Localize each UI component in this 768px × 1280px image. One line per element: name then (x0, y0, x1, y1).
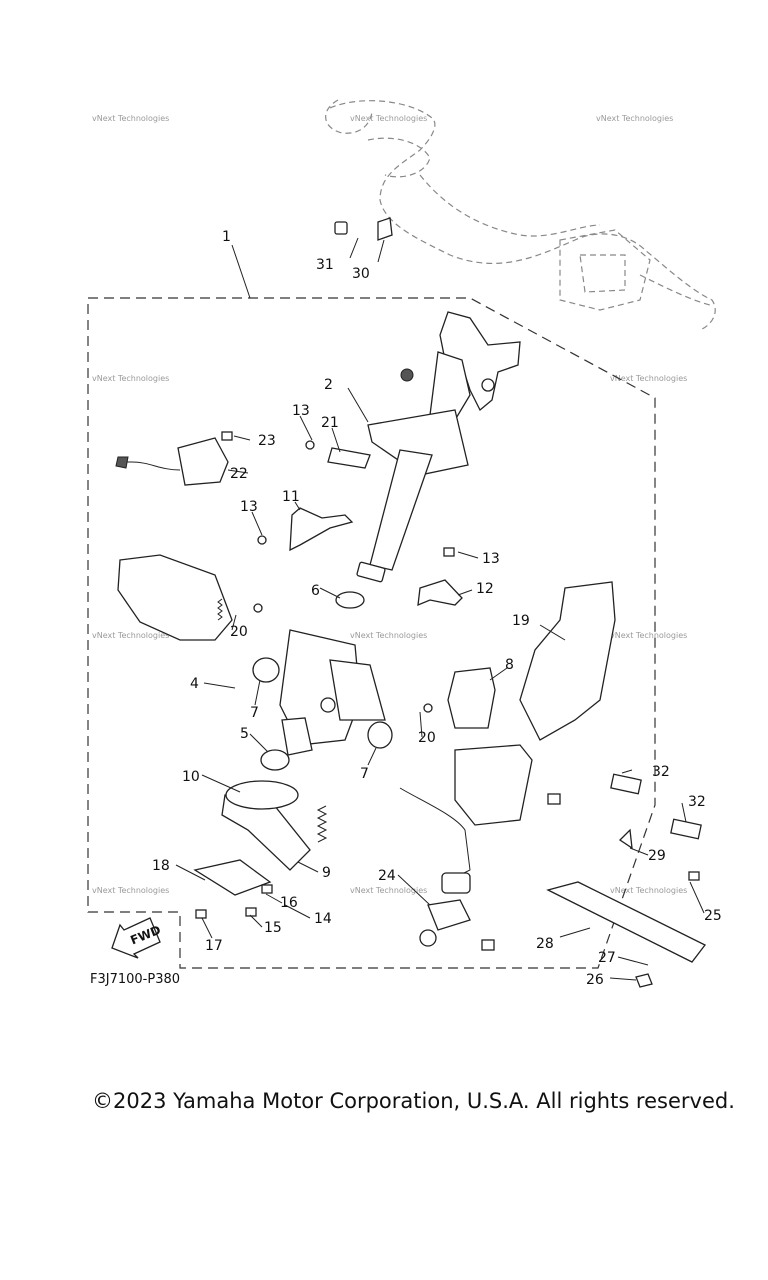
steering-column (356, 311, 521, 583)
watermark: vNext Technologies (350, 886, 427, 895)
part-washer (260, 749, 290, 771)
part-actuator (447, 667, 496, 729)
part-bracket-cable (115, 437, 229, 486)
callout: 27 (598, 950, 616, 966)
exploded-parts-diagram: vNext Technologies vNext Technologies vN… (87, 99, 722, 988)
part-right-assembly (399, 744, 533, 947)
callout: 32 (652, 764, 670, 780)
part-guide (327, 447, 371, 469)
part-washer (367, 721, 393, 749)
part-housing (117, 554, 386, 756)
handlebar-ghost (325, 99, 716, 331)
callout: 32 (688, 794, 706, 810)
callout: 15 (264, 920, 282, 936)
callout: 31 (316, 257, 334, 273)
part-spacer (610, 773, 642, 795)
callout: 8 (505, 657, 514, 673)
callout: 20 (418, 730, 436, 746)
callout-labels: 1 2 4 5 6 7 7 8 9 10 11 12 13 13 13 14 1… (152, 229, 722, 988)
watermark: vNext Technologies (92, 631, 169, 640)
watermark: vNext Technologies (92, 886, 169, 895)
callout: 30 (352, 266, 370, 282)
callout: 20 (230, 624, 248, 640)
part-spring (217, 598, 223, 621)
fasteners (195, 217, 700, 988)
callout: 14 (314, 911, 332, 927)
callout: 5 (240, 726, 249, 742)
callout: 13 (240, 499, 258, 515)
callout: 12 (476, 581, 494, 597)
part-code: F3J7100-P380 (90, 972, 181, 987)
part-spacer (670, 818, 702, 840)
watermark: vNext Technologies (610, 631, 687, 640)
part-washer (225, 780, 299, 810)
part-lever (193, 794, 311, 896)
part-bracket (289, 507, 354, 552)
watermark: vNext Technologies (92, 114, 169, 123)
fwd-arrow: FWD (111, 917, 163, 959)
callout: 13 (292, 403, 310, 419)
watermarks: vNext Technologies vNext Technologies vN… (92, 114, 687, 895)
callout: 4 (190, 676, 199, 692)
part-clamp (417, 579, 463, 607)
callout: 2 (324, 377, 333, 393)
callout: 28 (536, 936, 554, 952)
callout: 21 (321, 415, 339, 431)
part-plate (546, 881, 706, 963)
callout: 10 (182, 769, 200, 785)
callout: 9 (322, 865, 331, 881)
callout: 25 (704, 908, 722, 924)
assembly-frame (87, 297, 656, 969)
watermark: vNext Technologies (610, 886, 687, 895)
callout: 13 (482, 551, 500, 567)
callout: 6 (311, 583, 320, 599)
watermark: vNext Technologies (350, 114, 427, 123)
part-spring (316, 805, 328, 843)
callout: 24 (378, 868, 396, 884)
watermark: vNext Technologies (350, 631, 427, 640)
callout: 23 (258, 433, 276, 449)
callout: 16 (280, 895, 298, 911)
watermark: vNext Technologies (596, 114, 673, 123)
callout: 19 (512, 613, 530, 629)
callout: 26 (586, 972, 604, 988)
watermark: vNext Technologies (92, 374, 169, 383)
callout: 22 (230, 466, 248, 482)
callout: 11 (282, 489, 300, 505)
leader-lines (175, 237, 705, 981)
callout: 17 (205, 938, 223, 954)
callout: 1 (222, 229, 231, 245)
callout: 7 (360, 766, 369, 782)
part-frame-bracket (519, 581, 616, 741)
callout: 18 (152, 858, 170, 874)
part-washer (335, 591, 365, 609)
part-washer (252, 657, 280, 683)
copyright-notice: ©2023 Yamaha Motor Corporation, U.S.A. A… (92, 1089, 735, 1113)
watermark: vNext Technologies (610, 374, 687, 383)
callout: 29 (648, 848, 666, 864)
callout: 7 (250, 705, 259, 721)
